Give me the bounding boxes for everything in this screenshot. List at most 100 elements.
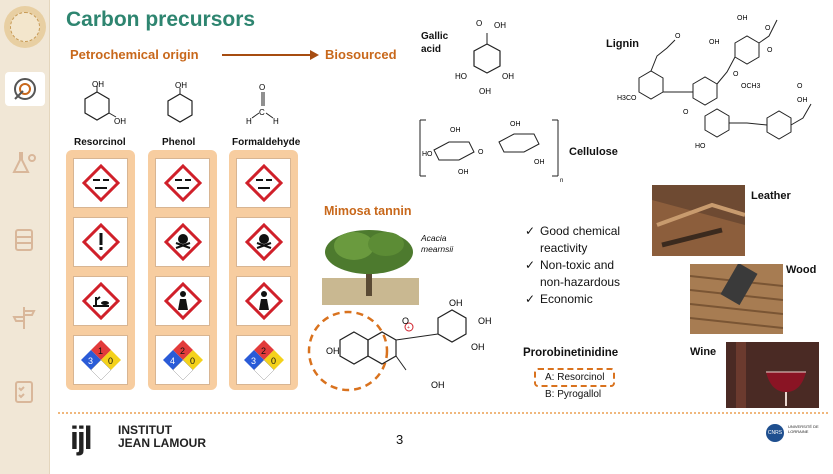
- oh-label-2: OH: [114, 117, 126, 126]
- lignin-structure: H3CO O O OCH3 OH O O O HO OH O OH: [617, 15, 812, 150]
- lab-icon[interactable]: [7, 145, 41, 179]
- skull-icon: [236, 217, 291, 267]
- corrosive-icon: [155, 158, 210, 208]
- sidebar: [0, 0, 50, 474]
- svg-text:3: 3: [251, 356, 256, 366]
- university-seal: [4, 6, 46, 48]
- oh-label-1: OH: [92, 80, 104, 89]
- footer-divider: [58, 412, 828, 414]
- svg-text:OCH3: OCH3: [741, 83, 761, 90]
- leather-label: Leather: [751, 190, 791, 202]
- lorraine-logo: UNIVERSITÉ DE LORRAINE: [788, 424, 819, 434]
- c-label: C: [259, 108, 265, 117]
- acacia-species-label: Acacia mearnsii: [421, 233, 454, 254]
- svg-text:HO: HO: [422, 151, 433, 158]
- svg-text:O: O: [765, 25, 771, 32]
- formaldehyde-structure: O C H H: [246, 83, 279, 126]
- checklist-icon[interactable]: [7, 375, 41, 409]
- svg-text:2: 2: [261, 346, 266, 356]
- list-item: non-hazardous: [540, 275, 621, 289]
- compound-name: Phenol: [162, 137, 196, 148]
- svg-text:O: O: [476, 19, 482, 28]
- exclamation-icon: [73, 217, 128, 267]
- target-icon[interactable]: [5, 72, 45, 106]
- wood-image: [690, 264, 783, 334]
- svg-text:HO: HO: [455, 72, 467, 81]
- compound-name: Resorcinol: [74, 137, 126, 148]
- health-hazard-icon: [155, 276, 210, 326]
- svg-text:O: O: [767, 47, 773, 54]
- svg-text:1: 1: [98, 346, 103, 356]
- signpost-icon[interactable]: [7, 300, 41, 334]
- svg-text:OH: OH: [510, 121, 521, 128]
- biosourced-heading: Biosourced: [325, 47, 397, 62]
- page-number: 3: [396, 432, 404, 447]
- svg-text:OH: OH: [471, 342, 485, 352]
- gallic-acid-label: Gallic acid: [421, 31, 449, 55]
- list-item: Economic: [525, 291, 620, 308]
- arrow-right-icon: [222, 50, 319, 60]
- o-label: O: [259, 83, 265, 92]
- oh-label: OH: [326, 346, 340, 356]
- svg-text:OH: OH: [502, 72, 514, 81]
- petrochemical-heading: Petrochemical origin: [70, 47, 199, 62]
- ring-a-label: A: Resorcinol: [534, 368, 616, 387]
- svg-text:OH: OH: [494, 21, 506, 30]
- wood-label: Wood: [786, 264, 817, 276]
- skull-icon: [155, 217, 210, 267]
- acacia-tree-image: [322, 230, 419, 305]
- svg-text:O: O: [675, 33, 681, 40]
- svg-text:OH: OH: [478, 316, 492, 326]
- benefits-list: Good chemical reactivity Non-toxic and n…: [525, 223, 620, 308]
- svg-text:+: +: [407, 325, 410, 331]
- svg-text:0: 0: [271, 356, 276, 366]
- wine-image: [726, 342, 819, 408]
- ijl-logo: ijl: [70, 420, 93, 456]
- prorobinetinidine-label: Prorobinetinidine: [523, 347, 619, 359]
- svg-text:OH: OH: [479, 87, 491, 96]
- svg-text:OH: OH: [458, 169, 469, 176]
- svg-text:n: n: [560, 178, 563, 184]
- svg-text:O: O: [683, 109, 689, 116]
- ring-b-label: B: Pyrogallol: [545, 389, 602, 400]
- svg-text:O: O: [797, 83, 803, 90]
- svg-text:0: 0: [190, 356, 195, 366]
- list-item: Good chemical: [525, 223, 620, 240]
- gallic-acid-structure: OH O HO OH OH: [455, 19, 514, 96]
- health-hazard-icon: [236, 276, 291, 326]
- list-item: Non-toxic and: [525, 257, 620, 274]
- resorcinol-structure: OH OH: [84, 80, 126, 126]
- svg-text:OH: OH: [797, 97, 808, 104]
- svg-text:O: O: [733, 71, 739, 78]
- compound-name: Formaldehyde: [232, 137, 301, 148]
- svg-text:OH: OH: [709, 39, 720, 46]
- cellulose-structure: HO OH O OH OH OH n: [419, 119, 563, 184]
- svg-text:OH: OH: [450, 127, 461, 134]
- corrosive-icon: [73, 158, 128, 208]
- cnrs-logo: CNRS: [766, 424, 784, 442]
- institute-name: INSTITUT JEAN LAMOUR: [118, 423, 207, 450]
- svg-text:4: 4: [170, 356, 175, 366]
- svg-text:O: O: [478, 149, 484, 156]
- svg-text:2: 2: [180, 346, 185, 356]
- lignin-label: Lignin: [606, 38, 639, 50]
- svg-text:HO: HO: [695, 143, 706, 150]
- prorobinetinidine-structure: + O OH OH OH OH OH: [307, 298, 492, 392]
- phenol-structure: OH: [167, 81, 193, 123]
- environment-icon: [73, 276, 128, 326]
- svg-text:OH: OH: [431, 380, 445, 390]
- svg-text:O: O: [402, 316, 409, 326]
- svg-text:H3CO: H3CO: [617, 95, 637, 102]
- h-label: H: [246, 117, 252, 126]
- slide-title: Carbon precursors: [66, 8, 256, 31]
- wine-label: Wine: [690, 346, 717, 358]
- svg-text:OH: OH: [534, 159, 545, 166]
- container-icon[interactable]: [7, 222, 41, 256]
